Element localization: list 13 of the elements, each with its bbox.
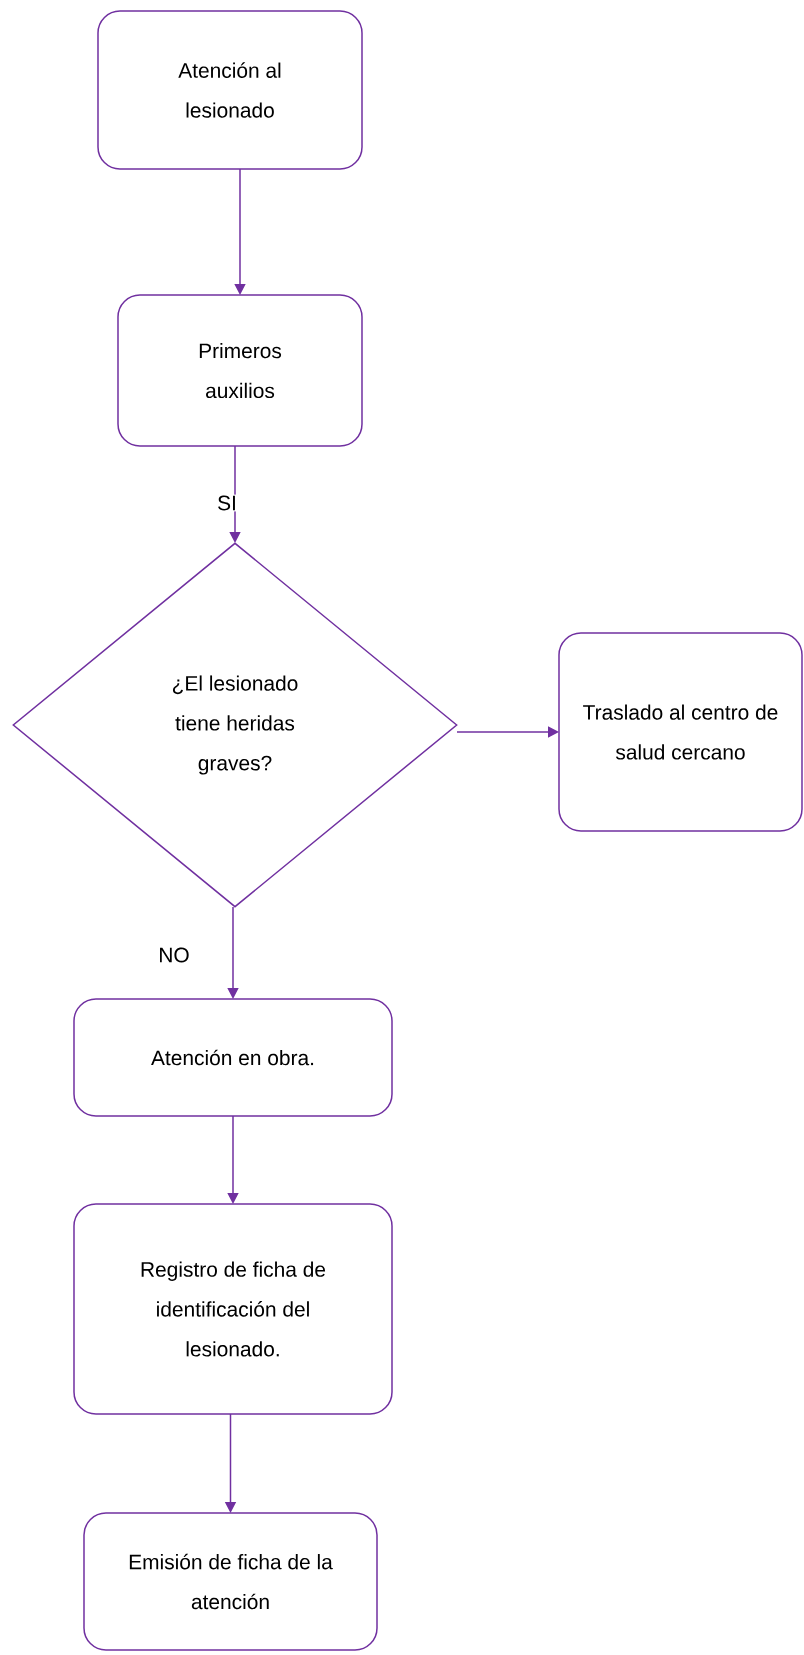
arrow [229, 445, 241, 543]
arrow [227, 1115, 239, 1204]
process-box: Traslado al centro de salud cercano [558, 632, 803, 832]
arrow [234, 168, 246, 295]
process-box: Atención en obra. [73, 998, 393, 1117]
arrow [227, 906, 239, 999]
edge-label: NO [157, 946, 191, 964]
edge-label: SI [216, 494, 238, 512]
process-box: Atención al lesionado [97, 10, 363, 170]
process-box: Primeros auxilios [117, 294, 363, 447]
arrow [456, 726, 559, 738]
process-box: Registro de ficha de identificación del lesionado. [73, 1203, 393, 1415]
process-box: Emisión de ficha de la atención [83, 1512, 378, 1651]
